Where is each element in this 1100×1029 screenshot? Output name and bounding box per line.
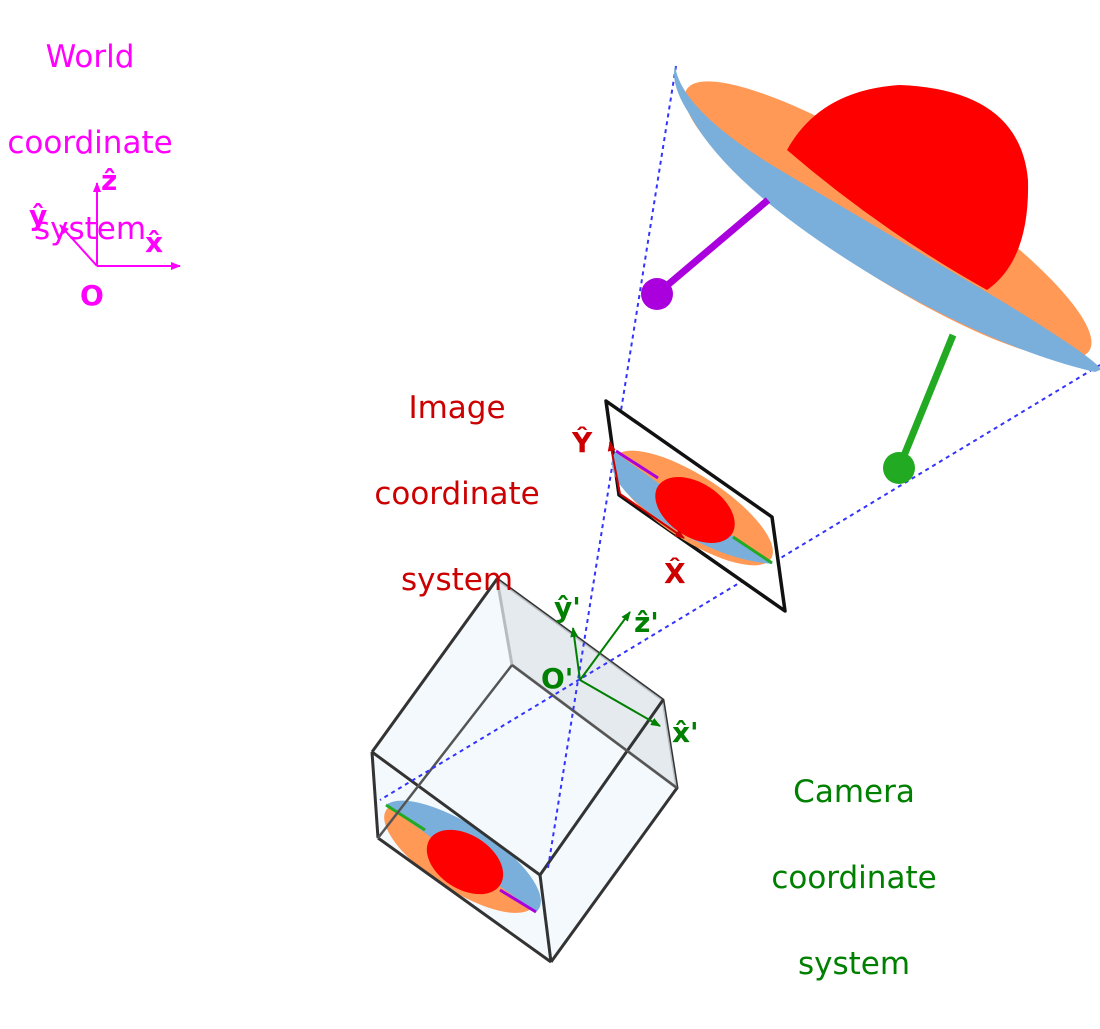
world-cs-title: World coordinate system bbox=[0, 0, 190, 294]
image-cs-title: Image coordinate system bbox=[357, 344, 557, 645]
purple-stem bbox=[654, 197, 771, 297]
camera-y-axis bbox=[570, 627, 581, 681]
image-title-line-2: coordinate bbox=[374, 476, 540, 512]
hat-brim-bottom bbox=[674, 65, 1100, 372]
diagram-canvas: x̂ ẑ ŷ O bbox=[29, 65, 1100, 964]
camera-title-line-3: system bbox=[797, 946, 911, 982]
world-z-label: ẑ bbox=[101, 164, 117, 197]
camera-origin-label: O' bbox=[541, 662, 573, 695]
image-y-label: Ŷ bbox=[571, 425, 593, 459]
world-y-axis bbox=[59, 224, 98, 267]
camera-x-label: x̂' bbox=[672, 716, 699, 749]
hat-crown bbox=[787, 85, 1029, 290]
image-title-line-3: system bbox=[400, 562, 514, 598]
world-y-label: ŷ bbox=[29, 199, 47, 232]
world-origin-label: O bbox=[80, 279, 104, 312]
camera-x-axis bbox=[579, 679, 661, 727]
camera-y-label: ŷ' bbox=[554, 591, 581, 624]
camera-title-line-2: coordinate bbox=[771, 860, 937, 896]
camera-z-axis bbox=[579, 611, 631, 681]
purple-point bbox=[641, 278, 673, 310]
world-x-label: x̂ bbox=[145, 226, 163, 259]
green-point bbox=[883, 452, 915, 484]
camera-cs-title: Camera coordinate system bbox=[754, 728, 954, 1029]
camera-box-edges bbox=[370, 578, 679, 964]
hat-object bbox=[641, 65, 1100, 484]
camera-z-label: ẑ' bbox=[634, 606, 659, 639]
world-title-line-2: coordinate bbox=[7, 125, 173, 161]
camera-axes bbox=[570, 611, 661, 727]
world-axes bbox=[59, 182, 181, 270]
green-stem bbox=[895, 333, 957, 470]
camera-title-line-1: Camera bbox=[793, 774, 915, 810]
world-title-line-3: system bbox=[33, 211, 147, 247]
camera-sensor-image bbox=[384, 800, 541, 914]
world-title-line-1: World bbox=[45, 39, 135, 75]
image-x-label: X̂ bbox=[664, 557, 686, 590]
image-plane bbox=[604, 399, 787, 613]
image-x-axis bbox=[619, 493, 685, 539]
image-y-axis bbox=[607, 441, 621, 495]
image-title-line-1: Image bbox=[408, 390, 506, 426]
camera-model-diagram: x̂ ẑ ŷ O bbox=[29, 65, 1100, 964]
